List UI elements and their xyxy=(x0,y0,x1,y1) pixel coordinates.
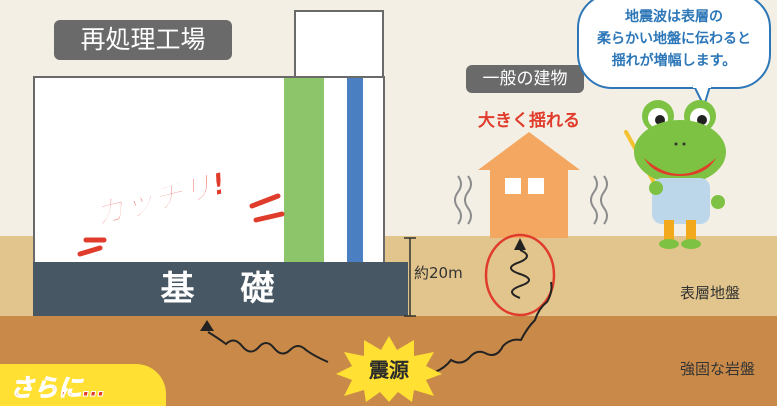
more-badge xyxy=(0,364,166,406)
facility-building xyxy=(33,76,385,264)
speech-line-2: 柔らかい地盤に伝わると xyxy=(597,31,751,47)
speech-line-1: 地震波は表層の xyxy=(625,9,723,25)
house-label: 一般の建物 xyxy=(466,65,584,93)
depth-label: 約20m xyxy=(414,264,463,282)
foundation-label: 基 礎 xyxy=(160,269,281,309)
vibration-lines-icon-right xyxy=(590,175,608,225)
foundation-block xyxy=(33,262,408,316)
vibration-lines-icon xyxy=(454,175,472,225)
more-label: さらに… xyxy=(10,374,107,403)
speech-line-3: 揺れが増幅します。 xyxy=(611,53,737,69)
depth-marker xyxy=(404,237,416,317)
speech-bubble xyxy=(577,0,771,109)
house-icon xyxy=(478,132,580,238)
amplification-circle xyxy=(484,233,556,317)
starburst-icon xyxy=(336,336,442,402)
shake-label: 大きく揺れる xyxy=(478,111,580,131)
facility-blue-stripe xyxy=(347,78,363,262)
bedrock-label: 強固な岩盤 xyxy=(680,360,756,378)
epicenter-label: 震源 xyxy=(369,358,409,382)
impact-accent-lines xyxy=(77,193,285,257)
facility-green-stripe xyxy=(284,78,324,262)
facility-label: 再処理工場 xyxy=(54,20,232,60)
surface-layer-label: 表層地盤 xyxy=(680,284,741,302)
frog-mascot-icon xyxy=(624,100,726,249)
